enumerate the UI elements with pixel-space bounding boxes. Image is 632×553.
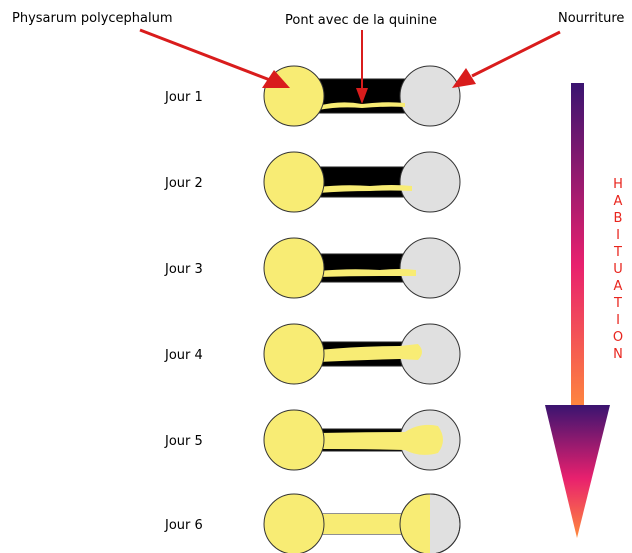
day-label: Jour 4	[164, 348, 203, 363]
bridge-pointer-arrow	[356, 30, 368, 104]
day-label: Jour 3	[164, 262, 203, 277]
food-disc-outline	[399, 493, 461, 553]
food-disc	[399, 65, 461, 127]
slime-extension	[318, 344, 422, 362]
physarum-disc	[263, 409, 325, 471]
slime-extension	[318, 102, 405, 110]
day-rows: Jour 1 Jour 2 Jour 3 Jour 4 Jour 5 Jour 6	[164, 65, 461, 553]
day-label: Jour 1	[164, 90, 203, 105]
habituation-letter: U	[613, 262, 623, 277]
day-row: Jour 6	[164, 493, 461, 553]
day-label: Jour 5	[164, 434, 203, 449]
slime-extension	[318, 185, 412, 193]
habituation-letter: I	[616, 313, 620, 328]
food-disc	[399, 151, 461, 213]
slime-extension	[318, 424, 443, 455]
habituation-letter: O	[613, 330, 623, 345]
organism-pointer-arrow	[139, 28, 290, 88]
habituation-letter: A	[614, 279, 623, 294]
day-label: Jour 2	[164, 176, 203, 191]
habituation-letter: I	[616, 228, 620, 243]
habituation-letter: N	[613, 347, 623, 362]
habituation-letter: H	[613, 177, 623, 192]
day-label: Jour 6	[164, 518, 203, 533]
slime-extension	[318, 269, 416, 277]
physarum-disc	[263, 323, 325, 385]
bridge-label: Pont avec de la quinine	[285, 13, 437, 28]
day-row: Jour 5	[164, 409, 461, 471]
physarum-disc	[263, 151, 325, 213]
habituation-letter: T	[613, 296, 622, 311]
organism-label: Physarum polycephalum	[12, 11, 173, 26]
day-row: Jour 1	[164, 65, 461, 127]
habituation-letter: T	[613, 245, 622, 260]
day-row: Jour 4	[164, 323, 461, 385]
day-row: Jour 3	[164, 237, 461, 299]
physarum-disc	[263, 493, 325, 553]
habituation-letter: B	[614, 211, 623, 226]
physarum-disc	[263, 237, 325, 299]
food-pointer-arrow	[452, 30, 561, 88]
habituation-arrow	[545, 83, 610, 538]
habituation-letter: A	[614, 194, 623, 209]
food-label: Nourriture	[558, 11, 624, 26]
food-disc	[399, 237, 461, 299]
slime-on-food	[400, 494, 430, 553]
day-row: Jour 2	[164, 151, 461, 213]
